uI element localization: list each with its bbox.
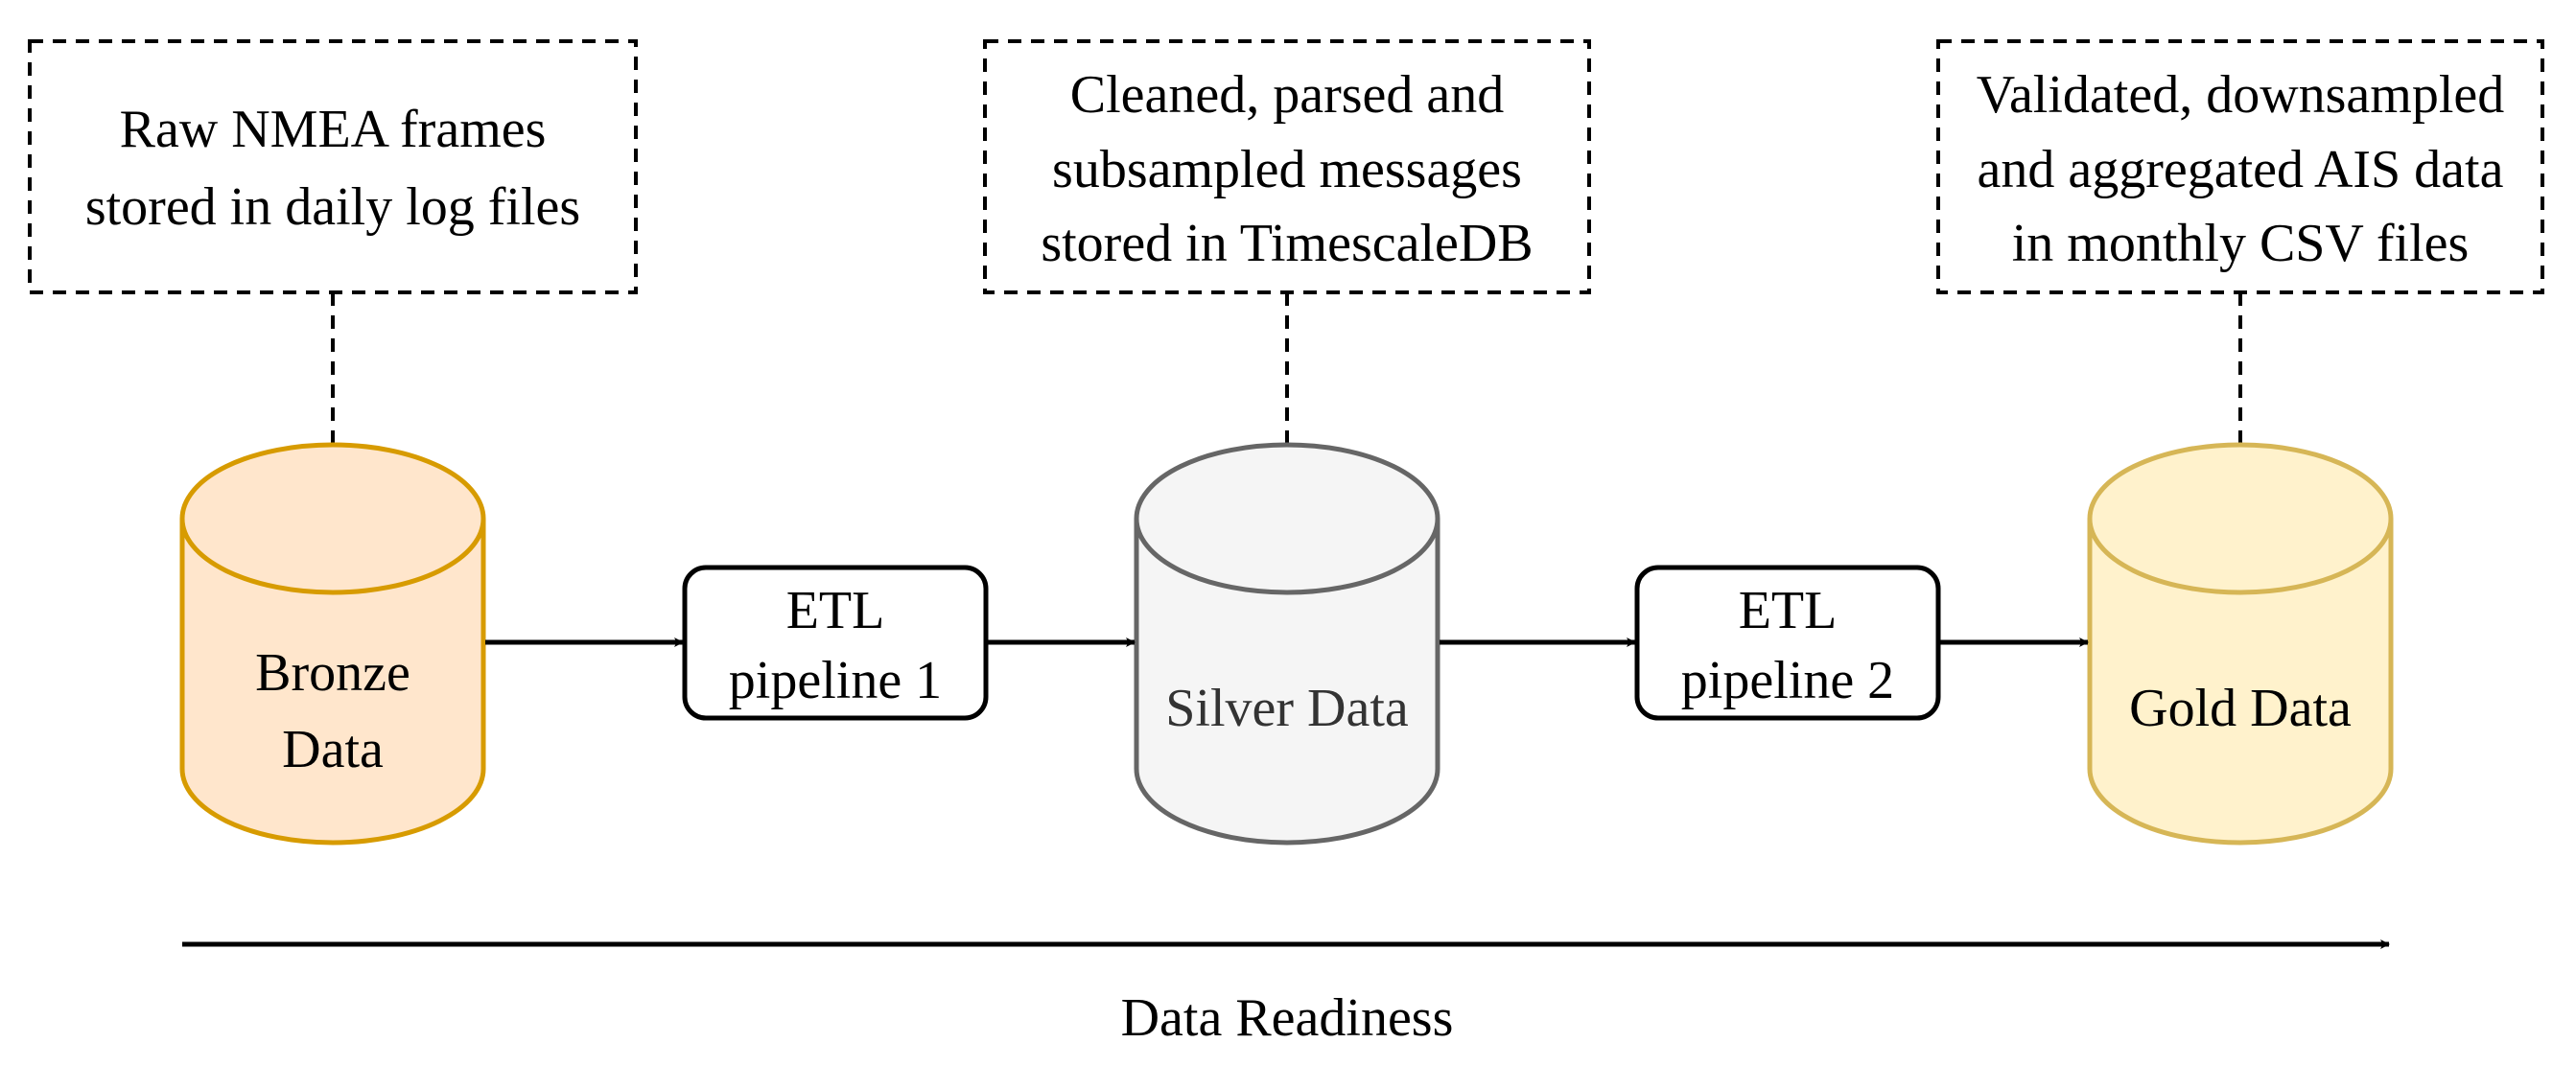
note-gold-line3: in monthly CSV files: [2012, 214, 2470, 273]
bronze-data-label-line1: Bronze: [255, 643, 410, 703]
silver-data-label: Silver Data: [1165, 679, 1409, 738]
etl-pipeline-2-box: ETL pipeline 2: [1634, 565, 1941, 721]
silver-data-cylinder: Silver Data: [1134, 442, 1440, 846]
note-gold: Validated, downsampled and aggregated AI…: [1936, 39, 2544, 294]
note-silver: Cleaned, parsed and subsampled messages …: [983, 39, 1591, 294]
note-gold-line2: and aggregated AIS data: [1978, 140, 2504, 199]
etl-pipeline-1-line2: pipeline 1: [729, 651, 942, 710]
etl-pipeline-2-line1: ETL: [1739, 581, 1838, 640]
etl-pipeline-2-line2: pipeline 2: [1681, 651, 1894, 710]
bronze-data-cylinder: Bronze Data: [179, 442, 486, 846]
note-gold-line1: Validated, downsampled: [1977, 65, 2505, 125]
note-silver-line3: stored in TimescaleDB: [1041, 214, 1533, 273]
note-bronze-line2: stored in daily log files: [85, 177, 580, 237]
etl-pipeline-1-line1: ETL: [786, 581, 885, 640]
etl-pipeline-1-box: ETL pipeline 1: [682, 565, 989, 721]
data-readiness-label: Data Readiness: [1121, 988, 1454, 1048]
note-bronze-line1: Raw NMEA frames: [120, 100, 547, 159]
note-bronze: Raw NMEA frames stored in daily log file…: [28, 39, 638, 294]
bronze-data-label-line2: Data: [282, 720, 384, 779]
note-silver-line2: subsampled messages: [1052, 140, 1522, 199]
gold-data-label: Gold Data: [2129, 679, 2352, 738]
note-silver-line1: Cleaned, parsed and: [1070, 65, 1504, 125]
gold-data-cylinder: Gold Data: [2087, 442, 2394, 846]
